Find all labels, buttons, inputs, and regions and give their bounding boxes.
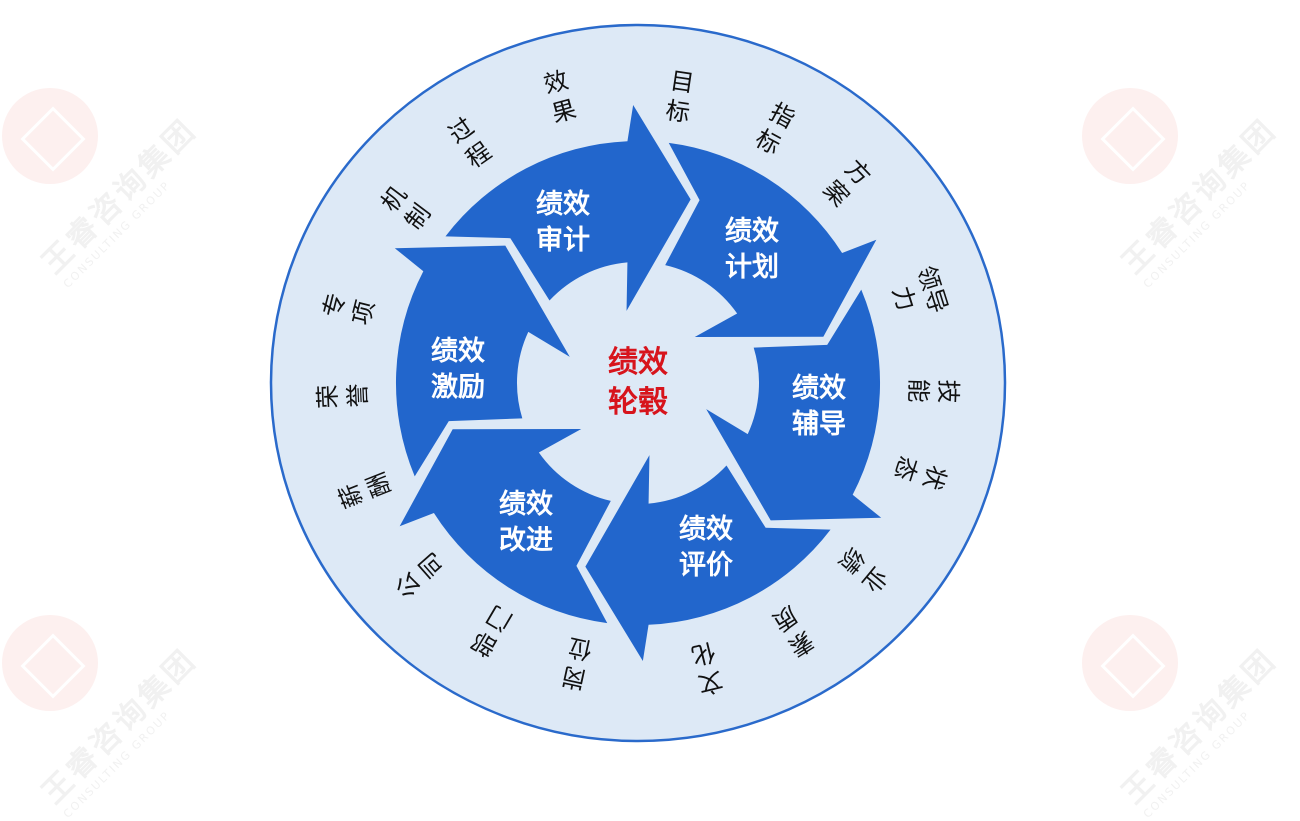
outer-label-line: 誉 — [343, 382, 373, 408]
stage-label-line2: 辅导 — [792, 409, 846, 440]
outer-label-line: 目 — [668, 66, 697, 98]
outer-label-line: 能 — [903, 378, 933, 403]
arrow-evaluation-shape — [585, 455, 831, 662]
stage-evaluation-label: 绩效 评价 — [679, 512, 733, 584]
arrow-plan-shape — [665, 142, 877, 338]
stage-audit-label: 绩效 审计 — [536, 187, 590, 259]
arrow-improvement-shape — [399, 428, 611, 624]
hub-label-line1: 绩效 — [608, 345, 668, 380]
stage-label-line1: 绩效 — [679, 514, 733, 545]
outer-label-line: 标 — [663, 96, 692, 128]
stage-improvement-label: 绩效 改进 — [499, 487, 553, 559]
stage-incentive-label: 绩效 激励 — [431, 334, 485, 406]
stage-plan-label: 绩效 计划 — [725, 214, 779, 286]
stage-label-line1: 绩效 — [499, 489, 553, 520]
stage-label-line2: 激励 — [431, 372, 485, 403]
stage-label-line1: 绩效 — [431, 336, 485, 367]
arrow-coaching-shape — [706, 289, 882, 521]
stage-label-line2: 审计 — [536, 225, 590, 256]
stage-label-line2: 改进 — [499, 525, 553, 556]
arrow-audit-shape — [445, 104, 691, 311]
stage-label-line1: 绩效 — [536, 189, 590, 220]
outer-label-line: 荣 — [313, 384, 343, 410]
stage-coaching-label: 绩效 辅导 — [792, 371, 846, 443]
outer-disc — [269, 23, 1007, 743]
stage-label-line2: 评价 — [679, 550, 733, 581]
wheel-graphic — [269, 23, 1007, 743]
hub-label-line2: 轮毂 — [608, 385, 668, 420]
arrow-incentive-shape — [394, 245, 570, 477]
hub-label: 绩效 轮毂 — [608, 343, 668, 423]
outer-label-line: 技 — [933, 379, 963, 404]
stage-label-line2: 计划 — [725, 252, 779, 283]
stage-label-line1: 绩效 — [792, 373, 846, 404]
arrow-ring — [394, 104, 882, 662]
stage-label-line1: 绩效 — [725, 216, 779, 247]
